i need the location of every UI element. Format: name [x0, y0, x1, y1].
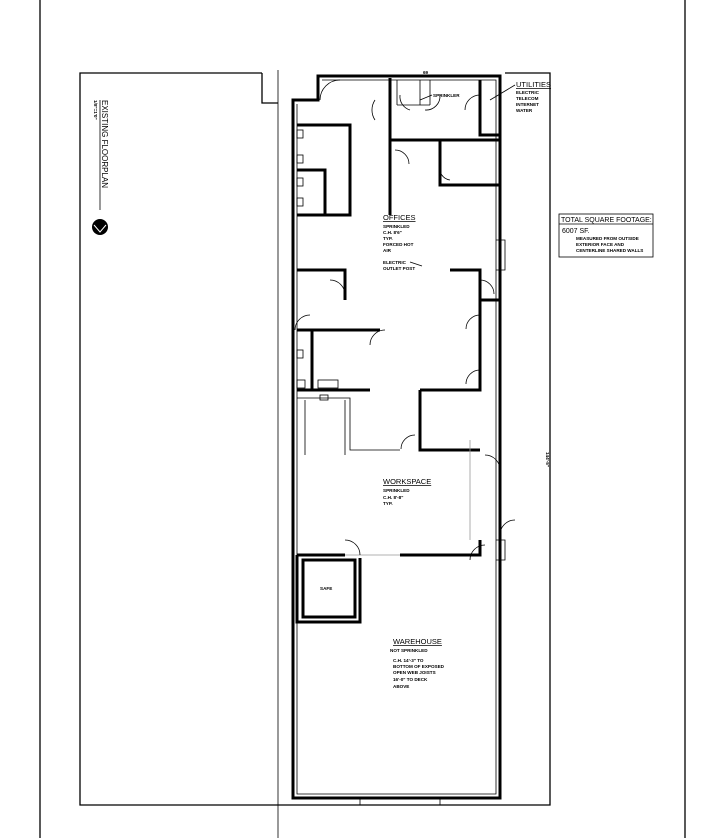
- svg-text:OUTLET POST: OUTLET POST: [383, 266, 415, 271]
- svg-text:TELECOM: TELECOM: [516, 96, 539, 101]
- offices-title: OFFICES: [383, 213, 416, 222]
- svg-text:AIR: AIR: [383, 248, 392, 253]
- plan-scale: 1/8"=1'0": [93, 100, 98, 120]
- plan-frame: [79, 72, 551, 806]
- door-swings: [294, 79, 516, 561]
- svg-text:ELECTRIC: ELECTRIC: [516, 90, 540, 95]
- dimension-overall: 144'-5": [545, 452, 550, 467]
- square-footage-heading: TOTAL SQUARE FOOTAGE:: [561, 217, 652, 224]
- svg-text:WATER: WATER: [516, 108, 533, 113]
- svg-text:TYP.: TYP.: [383, 501, 393, 506]
- square-footage-box: TOTAL SQUARE FOOTAGE: 6007 SF. MEASURED …: [558, 213, 654, 258]
- north-arrow-icon: [92, 219, 108, 235]
- svg-text:SPRINKLED: SPRINKLED: [383, 224, 410, 229]
- workspace-title: WORKSPACE: [383, 477, 431, 486]
- svg-text:EXTERIOR FACE AND: EXTERIOR FACE AND: [576, 242, 625, 247]
- svg-text:C.H. 8'-8": C.H. 8'-8": [383, 495, 403, 500]
- svg-text:ABOVE: ABOVE: [393, 684, 409, 689]
- utilities-title: UTILITIES: [516, 80, 551, 89]
- safe-label: SAFE: [320, 586, 332, 591]
- square-footage-value: 6007 SF.: [562, 228, 590, 235]
- title-block: EXISTING FLOORPLAN 1/8"=1'0": [93, 100, 109, 210]
- svg-text:NOT SPRINKLED: NOT SPRINKLED: [390, 648, 428, 653]
- svg-text:ELECTRIC: ELECTRIC: [383, 260, 407, 265]
- svg-text:SPRINKLED: SPRINKLED: [383, 488, 410, 493]
- sprinkler-label: SPRINKLER: [433, 93, 460, 98]
- warehouse-title: WAREHOUSE: [393, 637, 442, 646]
- svg-text:FORCED HOT: FORCED HOT: [383, 242, 414, 247]
- utilities-notes: ELECTRIC TELECOM INTERNET WATER: [516, 90, 540, 113]
- dimension-top: 69: [423, 70, 429, 75]
- svg-text:BOTTOM OF EXPOSED: BOTTOM OF EXPOSED: [393, 664, 445, 669]
- svg-text:16'-0" TO DECK: 16'-0" TO DECK: [393, 677, 428, 682]
- svg-text:C.H. 14'-3" TO: C.H. 14'-3" TO: [393, 658, 424, 663]
- offices-notes: SPRINKLED C.H. 8'6" TYP. FORCED HOT AIR …: [383, 224, 415, 271]
- svg-text:INTERNET: INTERNET: [516, 102, 539, 107]
- workspace-notes: SPRINKLED C.H. 8'-8" TYP.: [383, 488, 410, 506]
- building-walls: [291, 74, 506, 805]
- svg-text:MEASURED FROM OUTSIDE: MEASURED FROM OUTSIDE: [576, 236, 639, 241]
- plumbing-fixtures: [296, 129, 339, 401]
- plan-title: EXISTING FLOORPLAN: [100, 100, 109, 188]
- svg-text:OPEN WEB JOISTS: OPEN WEB JOISTS: [393, 670, 436, 675]
- svg-text:CENTERLINE SHARED WALLS: CENTERLINE SHARED WALLS: [576, 248, 643, 253]
- svg-text:TYP.: TYP.: [383, 236, 393, 241]
- svg-text:C.H. 8'6": C.H. 8'6": [383, 230, 402, 235]
- warehouse-notes: NOT SPRINKLED C.H. 14'-3" TO BOTTOM OF E…: [390, 648, 445, 689]
